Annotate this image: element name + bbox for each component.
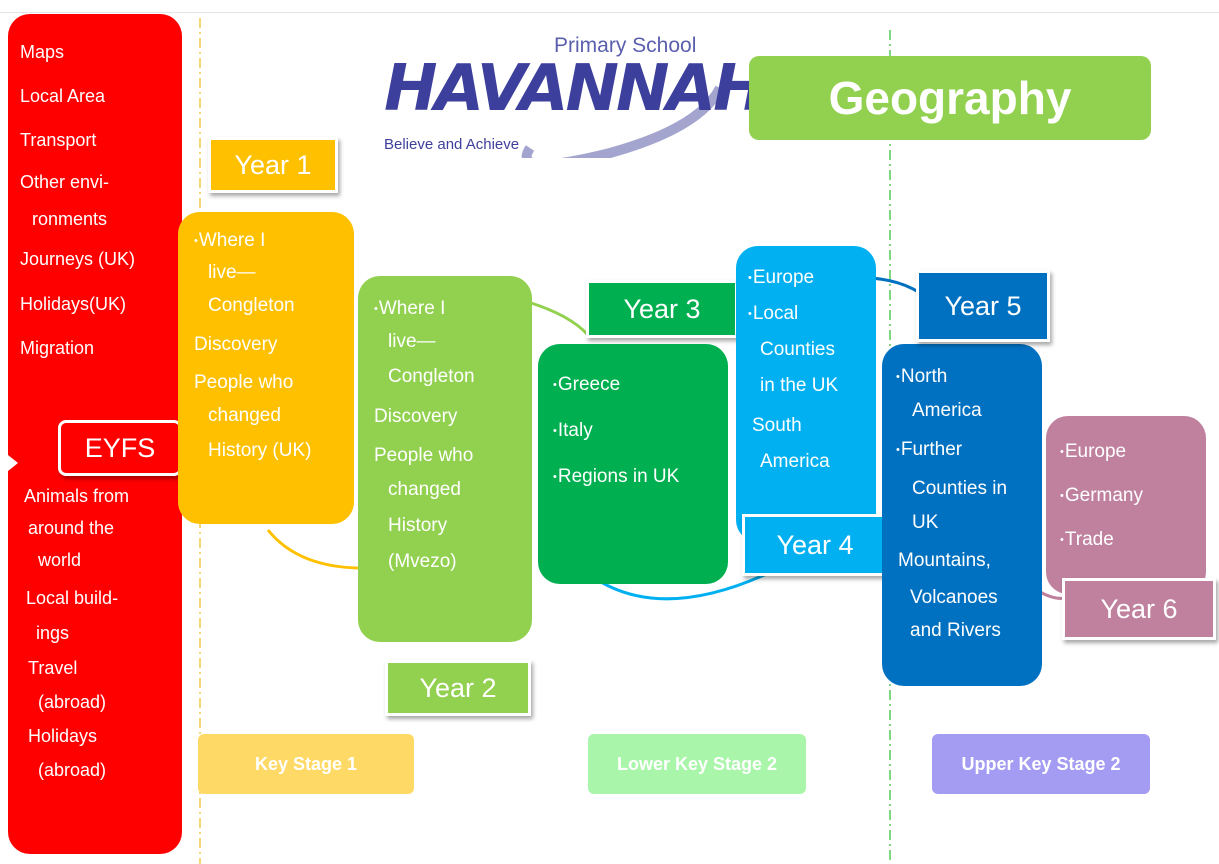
year2-item: Where I bbox=[374, 294, 475, 324]
year2-item: People who bbox=[374, 445, 474, 467]
logo-wordmark: HAVANNAH bbox=[384, 52, 767, 126]
year2-list: Where I live— Congleton Discovery People… bbox=[374, 294, 475, 580]
year1-item: Discovery bbox=[194, 334, 278, 356]
year4-item: Europe bbox=[748, 260, 838, 296]
eyfs-item: (abroad) bbox=[38, 760, 107, 780]
year1-list: Where I live— Congleton Discovery People… bbox=[194, 226, 311, 468]
eyfs-item: Holidays bbox=[28, 726, 98, 746]
eyfs-item: Holidays(UK) bbox=[20, 294, 127, 314]
lower-key-stage-2-label: Lower Key Stage 2 bbox=[588, 734, 806, 794]
year2-box bbox=[358, 276, 532, 642]
eyfs-panel-notch bbox=[8, 455, 18, 471]
year6-item: Europe bbox=[1060, 430, 1143, 474]
year3-item: Greece bbox=[553, 362, 679, 408]
year4-item: Counties bbox=[760, 339, 835, 361]
eyfs-item: Local build- bbox=[26, 588, 119, 608]
year2-item: live— bbox=[388, 331, 436, 353]
year3-label: Year 3 bbox=[586, 280, 738, 338]
header-rule bbox=[0, 12, 1219, 13]
logo-school-text: Primary School bbox=[554, 34, 697, 57]
year5-item: North bbox=[896, 360, 1007, 394]
year4-label: Year 4 bbox=[742, 514, 888, 576]
year3-item: Italy bbox=[553, 408, 679, 454]
eyfs-item: Local Area bbox=[20, 86, 106, 106]
eyfs-bottom-list: Animals from around the world Local buil… bbox=[24, 480, 129, 782]
eyfs-item: (abroad) bbox=[38, 692, 107, 712]
year5-item: Further bbox=[896, 428, 1007, 472]
eyfs-item: world bbox=[38, 550, 82, 570]
year3-list: Greece Italy Regions in UK bbox=[553, 362, 679, 500]
year5-item: America bbox=[912, 400, 982, 422]
eyfs-item: ronments bbox=[32, 209, 108, 229]
year5-item: Counties in bbox=[912, 478, 1008, 500]
year1-box bbox=[178, 212, 354, 524]
school-logo: Primary School HAVANNAH Believe and Achi… bbox=[380, 28, 767, 158]
eyfs-label: EYFS bbox=[58, 420, 182, 476]
year5-label: Year 5 bbox=[916, 270, 1050, 342]
year1-label: Year 1 bbox=[208, 137, 338, 193]
year6-label: Year 6 bbox=[1062, 578, 1216, 640]
eyfs-item: Transport bbox=[20, 130, 97, 150]
year5-item: and Rivers bbox=[910, 620, 1001, 642]
year6-list: Europe Germany Trade bbox=[1060, 430, 1143, 562]
year1-item: live— bbox=[208, 262, 256, 284]
upper-key-stage-2-label: Upper Key Stage 2 bbox=[932, 734, 1150, 794]
year2-label: Year 2 bbox=[385, 660, 531, 716]
eyfs-item: Maps bbox=[20, 42, 65, 62]
eyfs-item: ings bbox=[36, 623, 70, 643]
year4-item: South bbox=[752, 415, 802, 437]
logo-motto: Believe and Achieve bbox=[384, 136, 520, 153]
eyfs-item: Journeys (UK) bbox=[20, 249, 136, 269]
year5-list: North America Further Counties in UK Mou… bbox=[896, 360, 1007, 648]
year4-item: Local bbox=[748, 296, 838, 332]
year6-item: Germany bbox=[1060, 474, 1143, 518]
eyfs-top-list: Maps Local Area Transport Other envi- ro… bbox=[20, 30, 135, 370]
logo-swoosh-icon bbox=[521, 85, 725, 158]
year4-item: America bbox=[760, 451, 830, 473]
eyfs-item: around the bbox=[28, 518, 115, 538]
key-stage-1-label: Key Stage 1 bbox=[198, 734, 414, 794]
year4-list: Europe Local Counties in the UK South Am… bbox=[748, 260, 838, 476]
page-title: Geography bbox=[749, 56, 1151, 140]
year1-item: Congleton bbox=[208, 295, 295, 317]
year1-item: changed bbox=[208, 405, 281, 427]
year4-item: in the UK bbox=[760, 375, 839, 397]
year1-item: History (UK) bbox=[208, 440, 312, 462]
year2-item: Discovery bbox=[374, 406, 458, 428]
year2-item: changed bbox=[388, 479, 461, 501]
year2-item: Congleton bbox=[388, 366, 475, 388]
year2-item: History bbox=[388, 515, 448, 537]
year2-item: (Mvezo) bbox=[388, 551, 457, 573]
eyfs-item: Travel bbox=[28, 658, 78, 678]
eyfs-item: Migration bbox=[20, 338, 95, 358]
year5-item: Volcanoes bbox=[910, 587, 998, 609]
eyfs-item: Animals from bbox=[24, 486, 130, 506]
year5-item: UK bbox=[912, 512, 939, 534]
year5-item: Mountains, bbox=[898, 550, 991, 572]
year3-item: Regions in UK bbox=[553, 454, 679, 500]
year1-item: Where I bbox=[194, 226, 311, 256]
year5-box bbox=[882, 344, 1042, 686]
eyfs-item: Other envi- bbox=[20, 172, 110, 192]
year1-item: People who bbox=[194, 372, 294, 394]
year6-item: Trade bbox=[1060, 518, 1143, 562]
